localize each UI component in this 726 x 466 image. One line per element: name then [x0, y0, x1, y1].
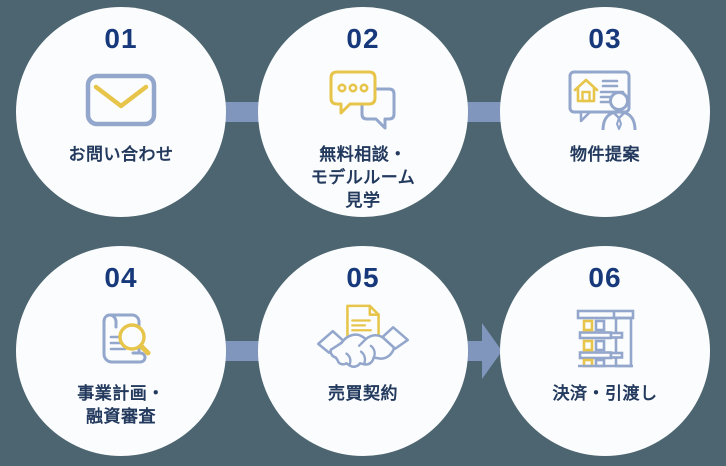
step-label: 物件提案 [570, 145, 640, 164]
step-label: 事業計画・ 融資審査 [77, 384, 165, 426]
building-icon [573, 299, 637, 379]
step-number: 06 [588, 262, 622, 293]
document-magnifier-icon [89, 299, 153, 379]
chat-bubbles-icon [328, 60, 398, 140]
connector-arrow-05-06 [462, 323, 502, 379]
step-label: 決済・引渡し [552, 384, 658, 403]
step-circle-04: 04 事業計画・ 融資審査 [16, 246, 226, 456]
step-number: 05 [346, 262, 380, 293]
step-number: 02 [346, 23, 380, 54]
presentation-person-icon [567, 60, 643, 140]
step-number: 03 [588, 23, 622, 54]
step-number: 04 [104, 262, 138, 293]
envelope-icon [85, 60, 157, 140]
connector-rect-04-05 [222, 341, 262, 361]
connector-rect-02-03 [464, 102, 504, 122]
step-circle-02: 02 無料相談・ モデルルーム 見学 [258, 7, 468, 217]
step-circle-03: 03 物件提案 [500, 7, 710, 217]
connector-rect-01-02 [222, 102, 262, 122]
step-circle-01: 01 お問い合わせ [16, 7, 226, 217]
step-circle-06: 06 決済・引渡し [500, 246, 710, 456]
step-circle-05: 05 売買契約 [258, 246, 468, 456]
step-label: お問い合わせ [68, 145, 174, 164]
step-number: 01 [104, 23, 138, 54]
step-label: 無料相談・ モデルルーム 見学 [310, 145, 416, 210]
contract-handshake-icon [315, 299, 411, 379]
step-label: 売買契約 [328, 384, 398, 403]
